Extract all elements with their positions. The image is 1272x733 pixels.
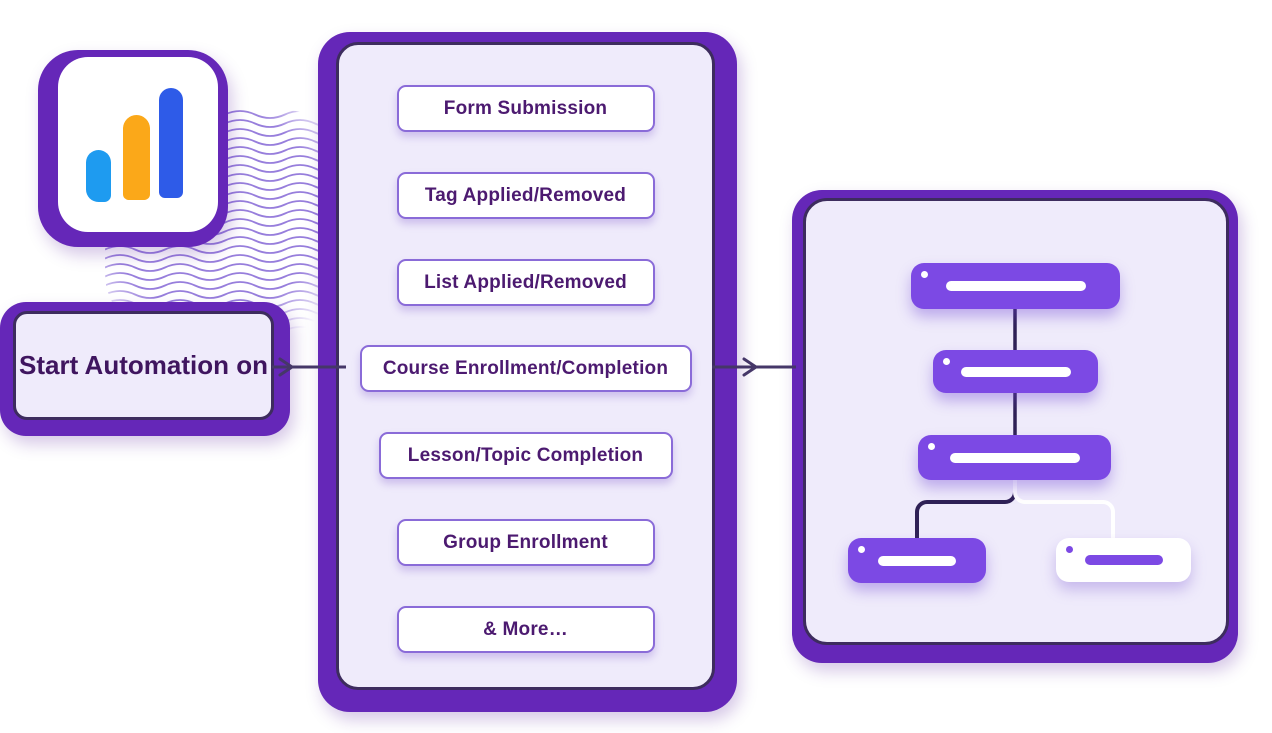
trigger-button-more[interactable]: & More… — [396, 606, 655, 653]
bar-chart-icon-bar-medium — [123, 115, 150, 200]
trigger-button-form-submission[interactable]: Form Submission — [396, 85, 655, 132]
chevron-right-icon — [742, 357, 758, 377]
bar-chart-icon-bar-tall — [159, 88, 183, 198]
branch-line-right — [1013, 480, 1115, 538]
start-automation-label: Start Automation on — [19, 349, 268, 380]
flowchart-connector-lines — [915, 309, 1115, 538]
node-dot — [921, 271, 928, 278]
flow-node-5[interactable] — [1056, 538, 1191, 582]
flowchart-panel — [803, 198, 1229, 645]
node-dot — [1066, 546, 1073, 553]
trigger-button-lesson-topic-completion[interactable]: Lesson/Topic Completion — [378, 432, 673, 479]
flowchart-panel-frame — [792, 190, 1238, 663]
trigger-button-list-applied-removed[interactable]: List Applied/Removed — [396, 259, 655, 306]
trigger-button-course-enrollment-completion[interactable]: Course Enrollment/Completion — [359, 345, 692, 392]
node-text-placeholder — [949, 452, 1080, 463]
node-text-placeholder — [1084, 555, 1163, 565]
chevron-right-icon — [278, 357, 294, 377]
logo-card-frame — [38, 50, 228, 247]
bar-chart-icon-bar-small — [86, 150, 111, 202]
flow-node-2[interactable] — [933, 350, 1098, 393]
logo-card — [58, 57, 218, 232]
start-automation-box-frame: Start Automation on — [0, 302, 290, 436]
node-text-placeholder — [878, 555, 956, 566]
node-dot — [943, 358, 950, 365]
flow-node-3[interactable] — [918, 435, 1111, 480]
arrow-connector-right — [712, 357, 796, 377]
trigger-button-tag-applied-removed[interactable]: Tag Applied/Removed — [396, 172, 655, 219]
flow-node-1[interactable] — [911, 263, 1120, 309]
node-text-placeholder — [945, 281, 1086, 291]
node-dot — [928, 443, 935, 450]
trigger-button-group-enrollment[interactable]: Group Enrollment — [396, 519, 655, 566]
trigger-panel: Form Submission Tag Applied/Removed List… — [336, 42, 715, 690]
start-automation-box[interactable]: Start Automation on — [13, 311, 274, 420]
trigger-panel-frame: Form Submission Tag Applied/Removed List… — [318, 32, 737, 712]
arrow-connector-left — [272, 357, 346, 377]
flow-node-4[interactable] — [848, 538, 986, 583]
branch-line-left — [915, 480, 1017, 538]
node-dot — [858, 546, 865, 553]
node-text-placeholder — [960, 366, 1071, 377]
